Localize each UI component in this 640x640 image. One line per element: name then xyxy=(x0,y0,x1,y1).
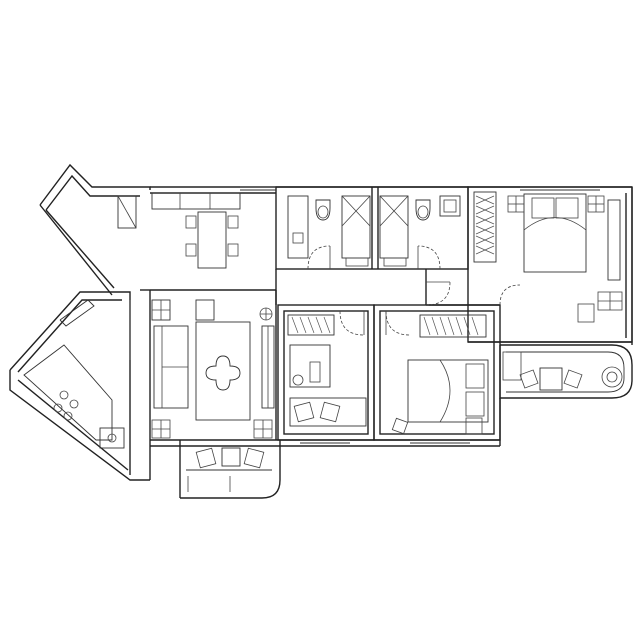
wardrobe xyxy=(473,191,497,263)
living-room xyxy=(151,299,275,439)
south-balcony xyxy=(186,447,272,492)
double-bed xyxy=(523,193,587,273)
dining-table xyxy=(197,211,227,269)
sofa xyxy=(289,397,367,427)
toilet-icon xyxy=(415,199,431,221)
stove-icon xyxy=(59,390,69,400)
bathroom-right xyxy=(379,195,461,267)
sink-icon xyxy=(99,427,125,449)
bedroom-two xyxy=(287,314,367,427)
dining-area xyxy=(117,192,241,269)
bed xyxy=(407,359,489,423)
windows xyxy=(240,186,600,444)
interior-walls xyxy=(150,186,633,441)
toilet-icon xyxy=(315,199,331,221)
bedroom-three xyxy=(391,314,489,435)
kitchen xyxy=(23,299,131,449)
rug xyxy=(195,321,251,421)
kitchen-counter xyxy=(23,344,113,441)
coffee-table xyxy=(205,355,241,391)
bathroom-left xyxy=(287,195,371,267)
doors xyxy=(307,245,521,336)
master-bedroom xyxy=(473,191,623,323)
bay-lounge xyxy=(502,351,623,391)
